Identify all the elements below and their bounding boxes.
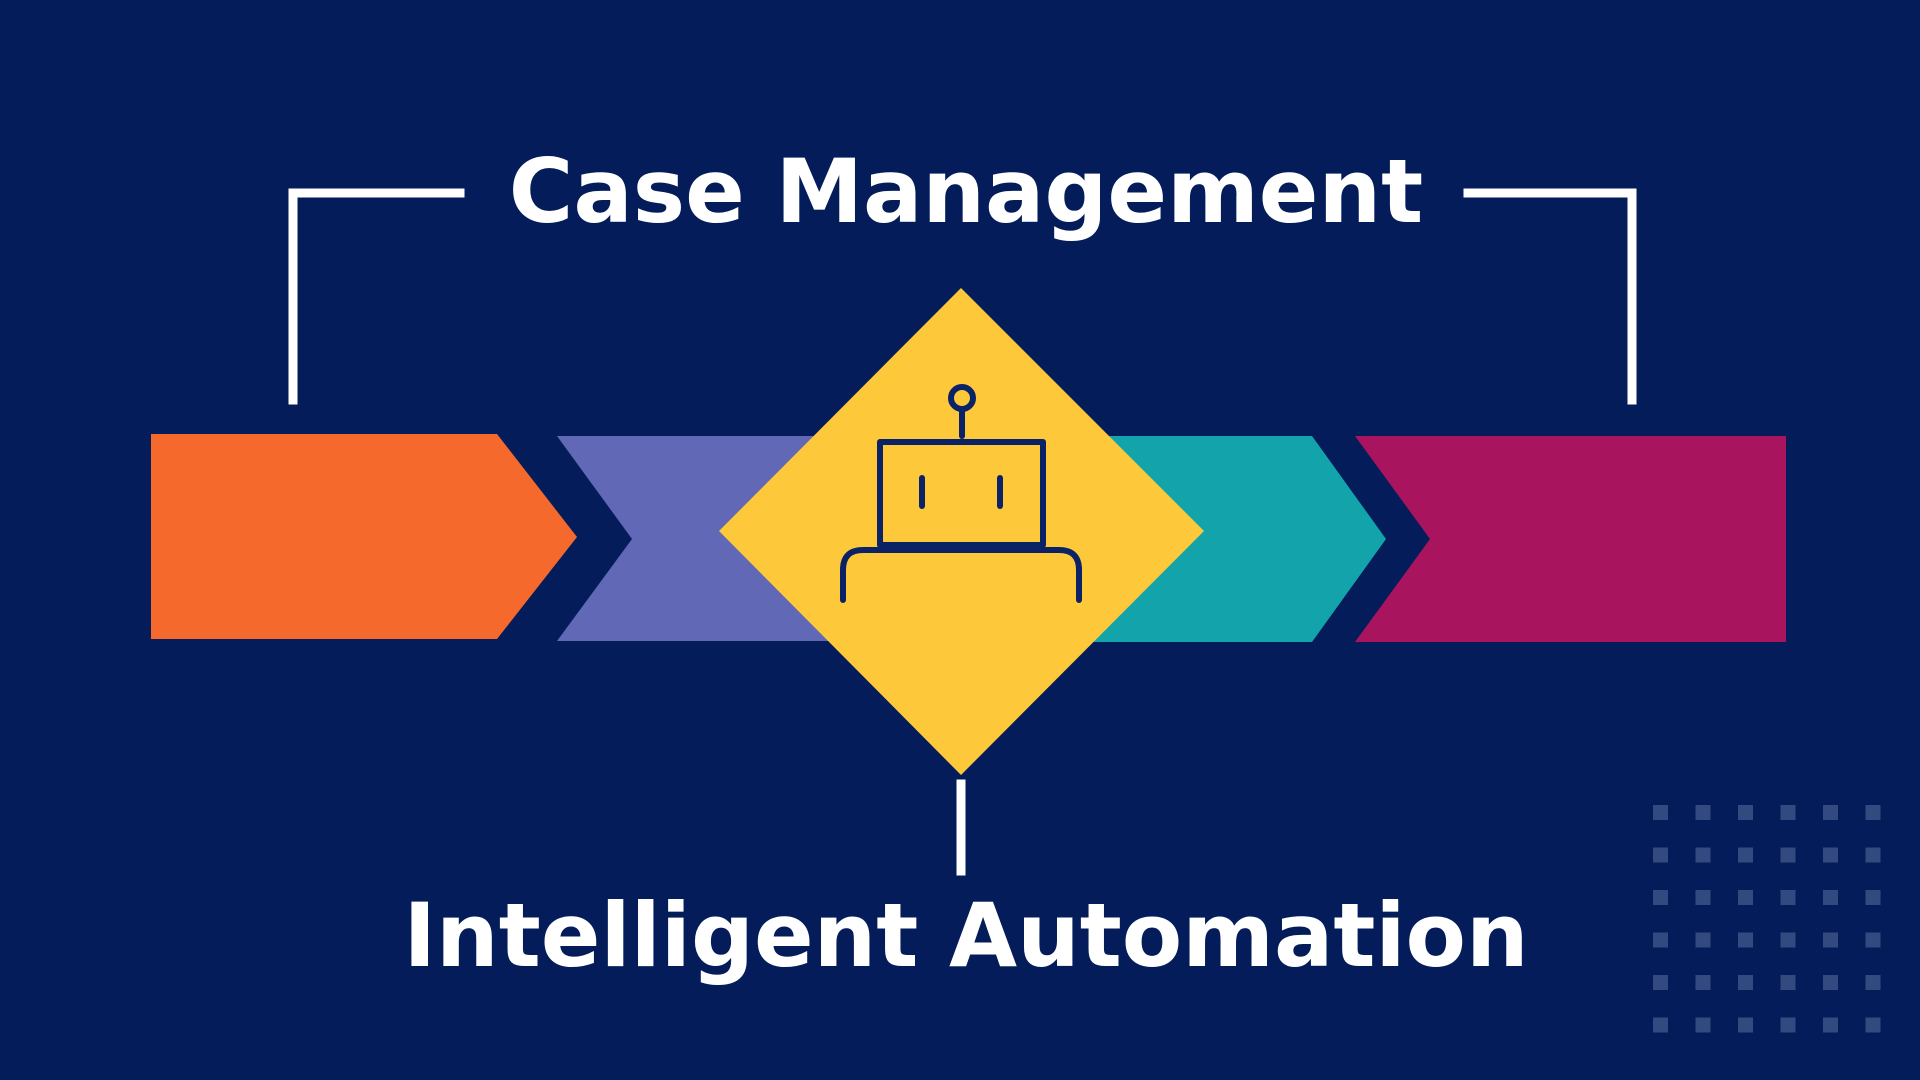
grid-dot [1823,975,1838,990]
grid-dot [1823,932,1838,948]
grid-dot [1738,975,1753,990]
grid-dot [1780,932,1796,948]
left-connector-line [288,188,465,405]
grid-dot [1653,890,1668,905]
bottom-label-intelligent-automation: Intelligent Automation [403,884,1528,987]
grid-dot [1780,805,1796,820]
grid-dot [1653,1017,1668,1033]
robot-head [877,439,1046,548]
grid-dot [1780,847,1796,863]
top-label-case-management: Case Management [509,140,1423,243]
right-connector-line [1463,188,1637,405]
magenta-process-arrow [1355,436,1786,642]
grid-dot [1738,932,1753,948]
grid-dot [1780,975,1796,990]
grid-dot [1780,1017,1796,1033]
grid-dot [1823,847,1838,863]
grid-dot [1653,975,1668,990]
center-diamond [719,288,1204,775]
grid-dot [1823,890,1838,905]
orange-process-arrow [151,434,577,639]
grid-dot [1865,932,1881,948]
robot-icon [840,384,1082,603]
grid-dot [1780,890,1796,905]
grid-dot [1695,847,1711,863]
grid-dot [1738,805,1753,820]
grid-dot [1695,805,1711,820]
grid-dot [1653,932,1668,948]
grid-dot [1695,932,1711,948]
grid-dot [1695,890,1711,905]
grid-dot [1823,1017,1838,1033]
grid-dot [1865,1017,1881,1033]
dot-grid-decoration [1653,805,1881,1033]
grid-dot [1865,890,1881,905]
grid-dot [1865,805,1881,820]
grid-dot [1738,847,1753,863]
grid-dot [1653,805,1668,820]
grid-dot [1865,847,1881,863]
robot-arms [840,547,1082,603]
grid-dot [1695,975,1711,990]
grid-dot [1823,805,1838,820]
grid-dot [1695,1017,1711,1033]
grid-dot [1653,847,1668,863]
grid-dot [1738,890,1753,905]
grid-dot [1738,1017,1753,1033]
grid-dot [1865,975,1881,990]
